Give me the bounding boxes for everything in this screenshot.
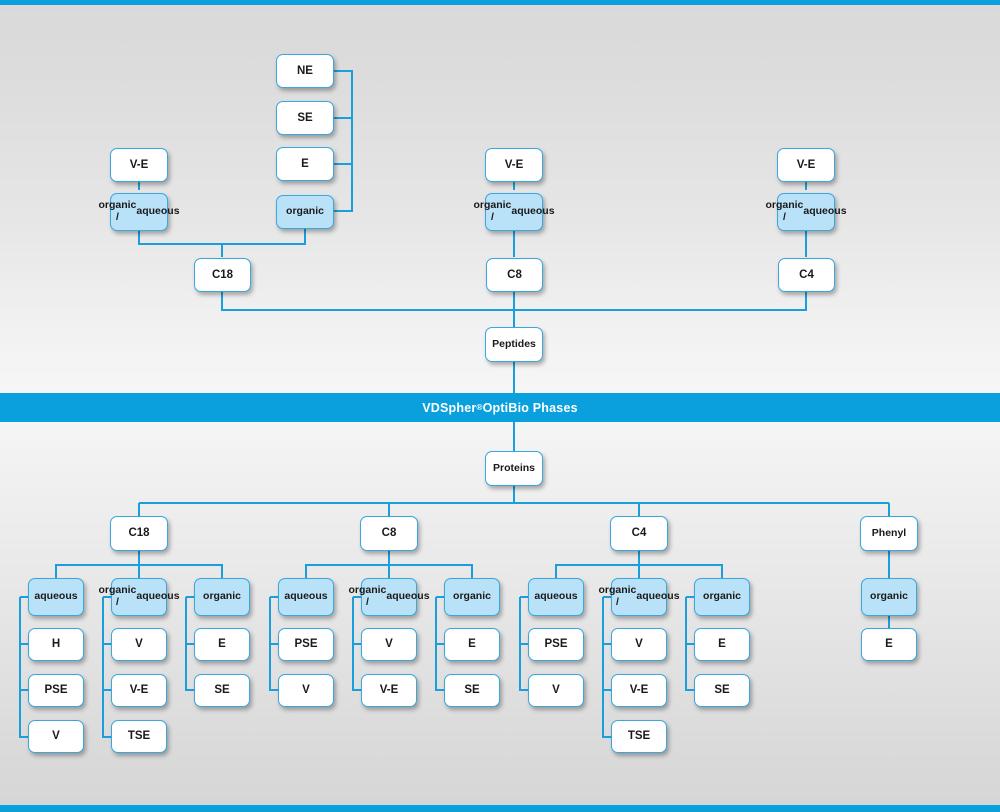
group-c18-aqueous[interactable]: aqueous xyxy=(28,578,84,616)
group-c4-aqueous[interactable]: aqueous xyxy=(528,578,584,616)
node-peptides-c18-ve[interactable]: V-E xyxy=(110,148,168,182)
group-phenyl-organic[interactable]: organic xyxy=(861,578,917,616)
label-line-2: aqueous xyxy=(136,590,180,603)
label-line-2: aqueous xyxy=(803,205,847,218)
label-line-2: aqueous xyxy=(136,205,180,218)
node-peptides-phase-c18[interactable]: C18 xyxy=(194,258,251,292)
label-line-2: aqueous xyxy=(511,205,555,218)
node-peptides-c18-organic-ne[interactable]: NE xyxy=(276,54,334,88)
label-line-1: organic / xyxy=(473,199,512,223)
leaf-c8-organic-e[interactable]: E xyxy=(444,628,500,661)
group-c4-organic-aqueous[interactable]: organic / aqueous xyxy=(598,578,680,616)
node-peptides-phase-c8[interactable]: C8 xyxy=(486,258,543,292)
node-peptides-c18-organic-e[interactable]: E xyxy=(276,147,334,181)
label-line-1: organic / xyxy=(98,584,137,608)
group-c8-organic[interactable]: organic xyxy=(444,578,500,616)
node-peptides-phase-c4[interactable]: C4 xyxy=(778,258,835,292)
group-c18-organic-aqueous[interactable]: organic / aqueous xyxy=(98,578,180,616)
group-c8-aqueous[interactable]: aqueous xyxy=(278,578,334,616)
leaf-c4-organic-aqueous-tse[interactable]: TSE xyxy=(611,720,667,753)
leaf-phenyl-organic-e[interactable]: E xyxy=(861,628,917,661)
node-peptides-c4-ve[interactable]: V-E xyxy=(777,148,835,182)
leaf-c8-aqueous-v[interactable]: V xyxy=(278,674,334,707)
leaf-c4-aqueous-v[interactable]: V xyxy=(528,674,584,707)
label-line-1: organic / xyxy=(765,199,804,223)
registered-icon: ® xyxy=(476,403,483,412)
leaf-c18-organic-aqueous-ve[interactable]: V-E xyxy=(111,674,167,707)
banner-brand: VDSpher xyxy=(422,400,477,415)
node-peptides-c18-organic[interactable]: organic xyxy=(276,195,334,229)
label-line-2: aqueous xyxy=(386,590,430,603)
group-c8-organic-aqueous[interactable]: organic / aqueous xyxy=(348,578,430,616)
group-c4-organic[interactable]: organic xyxy=(694,578,750,616)
leaf-c8-aqueous-pse[interactable]: PSE xyxy=(278,628,334,661)
node-peptides-root[interactable]: Peptides xyxy=(485,327,543,362)
node-proteins-phase-c4[interactable]: C4 xyxy=(610,516,668,551)
leaf-c18-aqueous-h[interactable]: H xyxy=(28,628,84,661)
node-peptides-c8-organic-aqueous[interactable]: organic / aqueous xyxy=(473,193,555,231)
leaf-c4-aqueous-pse[interactable]: PSE xyxy=(528,628,584,661)
banner-rest: OptiBio Phases xyxy=(482,400,578,415)
leaf-c4-organic-aqueous-ve[interactable]: V-E xyxy=(611,674,667,707)
node-proteins-phase-phenyl[interactable]: Phenyl xyxy=(860,516,918,551)
section-banner: VDSpher® OptiBio Phases xyxy=(0,393,1000,422)
top-accent-bar xyxy=(0,0,1000,5)
node-peptides-c18-organic-aqueous[interactable]: organic / aqueous xyxy=(98,193,180,231)
label-line-1: organic / xyxy=(598,584,637,608)
bottom-accent-bar xyxy=(0,805,1000,812)
leaf-c4-organic-aqueous-v[interactable]: V xyxy=(611,628,667,661)
node-proteins-root[interactable]: Proteins xyxy=(485,451,543,486)
leaf-c18-organic-se[interactable]: SE xyxy=(194,674,250,707)
leaf-c4-organic-se[interactable]: SE xyxy=(694,674,750,707)
node-peptides-c18-organic-se[interactable]: SE xyxy=(276,101,334,135)
label-line-2: aqueous xyxy=(636,590,680,603)
leaf-c18-organic-e[interactable]: E xyxy=(194,628,250,661)
leaf-c8-organic-aqueous-v[interactable]: V xyxy=(361,628,417,661)
leaf-c18-aqueous-pse[interactable]: PSE xyxy=(28,674,84,707)
leaf-c8-organic-se[interactable]: SE xyxy=(444,674,500,707)
leaf-c18-organic-aqueous-v[interactable]: V xyxy=(111,628,167,661)
leaf-c4-organic-e[interactable]: E xyxy=(694,628,750,661)
label-line-1: organic / xyxy=(98,199,137,223)
node-peptides-c4-organic-aqueous[interactable]: organic / aqueous xyxy=(765,193,847,231)
leaf-c8-organic-aqueous-ve[interactable]: V-E xyxy=(361,674,417,707)
leaf-c18-aqueous-v[interactable]: V xyxy=(28,720,84,753)
node-proteins-phase-c18[interactable]: C18 xyxy=(110,516,168,551)
leaf-c18-organic-aqueous-tse[interactable]: TSE xyxy=(111,720,167,753)
label-line-1: organic / xyxy=(348,584,387,608)
node-proteins-phase-c8[interactable]: C8 xyxy=(360,516,418,551)
node-peptides-c8-ve[interactable]: V-E xyxy=(485,148,543,182)
group-c18-organic[interactable]: organic xyxy=(194,578,250,616)
